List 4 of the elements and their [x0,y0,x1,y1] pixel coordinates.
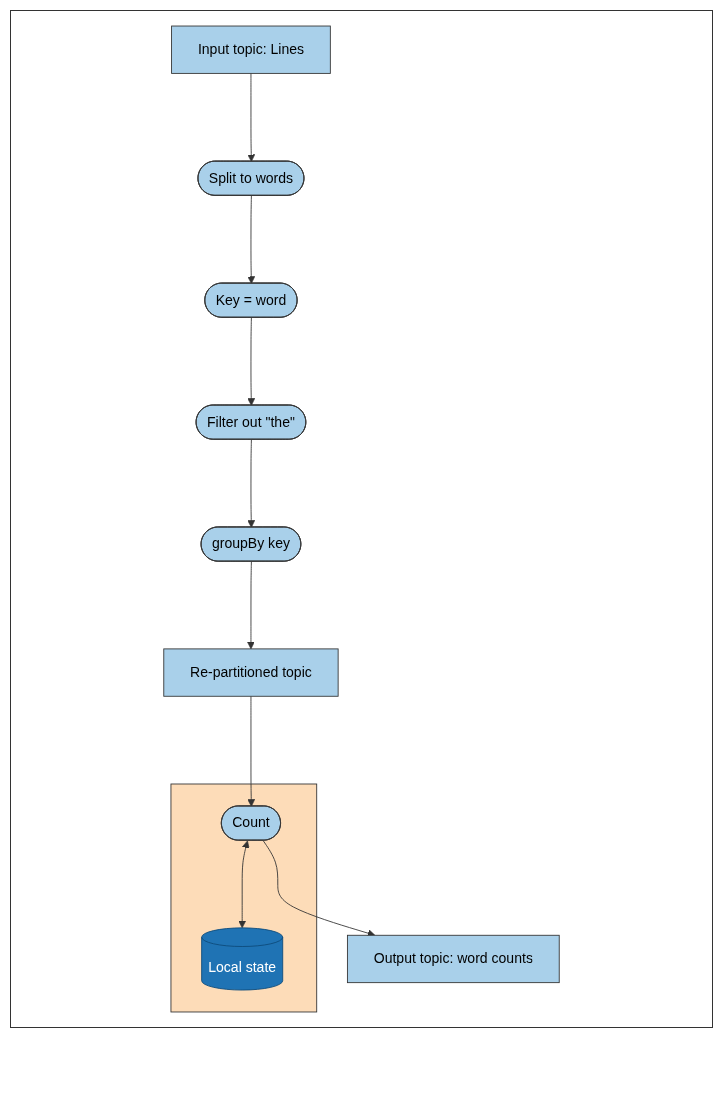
node-box: Output topic: word counts [347,934,560,984]
cluster [170,783,318,1013]
node-box: Re-partitioned topic [163,648,339,697]
node-box: Input topic: Lines [171,25,331,74]
